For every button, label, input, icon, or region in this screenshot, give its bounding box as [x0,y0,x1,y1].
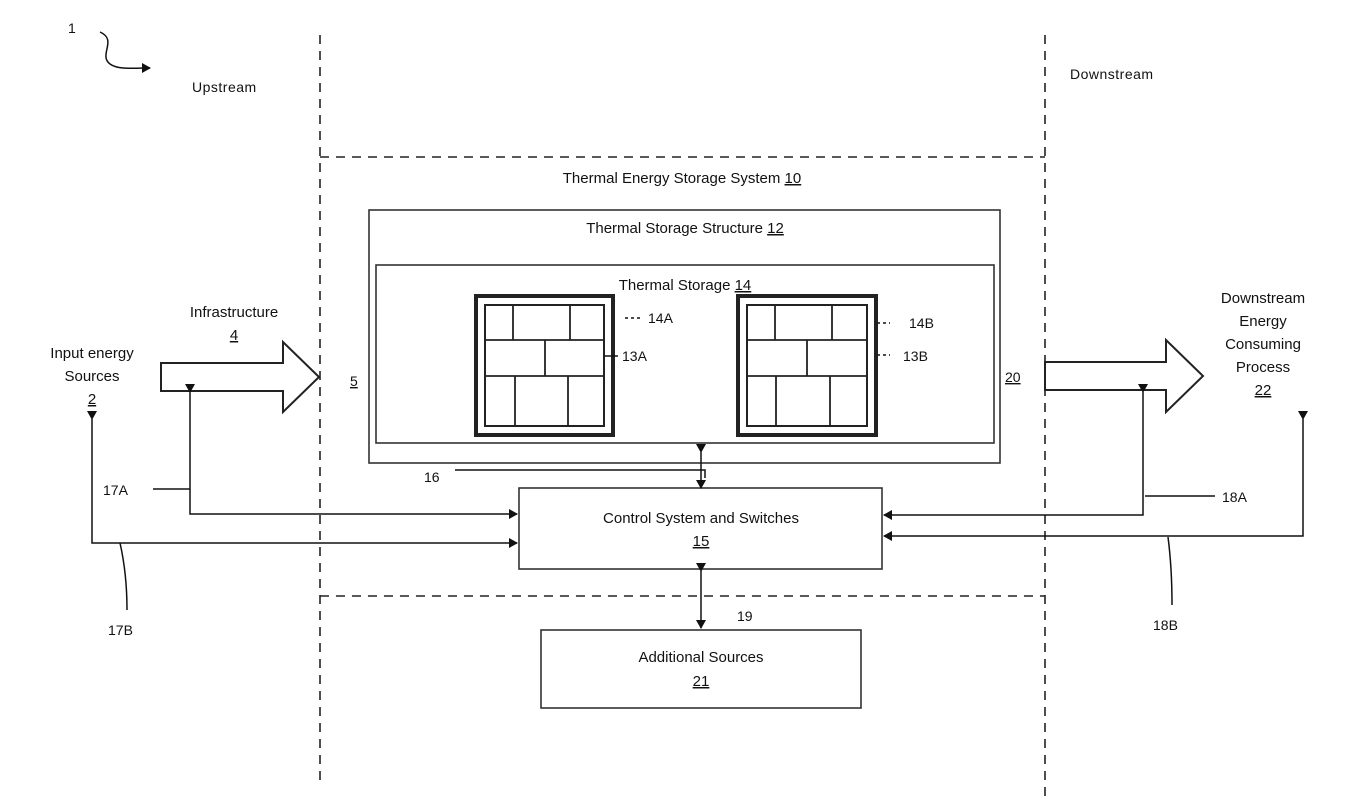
leader-18b [1168,537,1172,605]
downstream-label: Downstream [1070,66,1154,82]
downstream-process-ref: 22 [1255,382,1272,399]
figure-ref-arrow [100,32,150,68]
input-sources-ref: 2 [88,391,96,408]
ref-13a: 13A [622,348,648,364]
ref-14a: 14A [648,310,674,326]
control-system-ref: 15 [693,533,710,550]
outlet-ref: 20 [1005,369,1021,385]
ref-17b: 17B [108,622,133,638]
downstream-process-line2: Energy [1239,313,1287,330]
ref-18a: 18A [1222,489,1248,505]
tes-system-title: Thermal Energy Storage System 10 [563,170,801,187]
infrastructure-label: Infrastructure [190,304,278,321]
thermal-storage-structure-title: Thermal Storage Structure 12 [586,220,784,237]
additional-sources-label: Additional Sources [638,649,763,666]
input-sources-line1: Input energy [50,345,134,362]
inlet-ref: 5 [350,373,358,389]
control-system-label: Control System and Switches [603,510,799,527]
ref-18b: 18B [1153,617,1178,633]
additional-sources-box [541,630,861,708]
thermal-storage-title: Thermal Storage 14 [619,277,752,294]
downstream-process-line3: Consuming [1225,336,1301,353]
control-system-box [519,488,882,569]
output-energy-arrow [1045,340,1203,412]
upstream-label: Upstream [192,79,257,95]
leader-16 [455,470,705,478]
ref-17a: 17A [103,482,129,498]
additional-sources-ref: 21 [693,673,710,690]
input-sources-line2: Sources [64,368,119,385]
storage-unit-b [738,296,876,435]
figure-ref: 1 [68,20,76,36]
downstream-process-line4: Process [1236,359,1290,376]
ref-16: 16 [424,469,440,485]
storage-unit-a [476,296,613,435]
ref-13b: 13B [903,348,928,364]
input-energy-arrow [161,342,319,412]
infrastructure-ref: 4 [230,327,238,344]
downstream-process-line1: Downstream [1221,290,1305,307]
ref-19: 19 [737,608,753,624]
leader-17b [120,543,127,610]
ref-14b: 14B [909,315,934,331]
